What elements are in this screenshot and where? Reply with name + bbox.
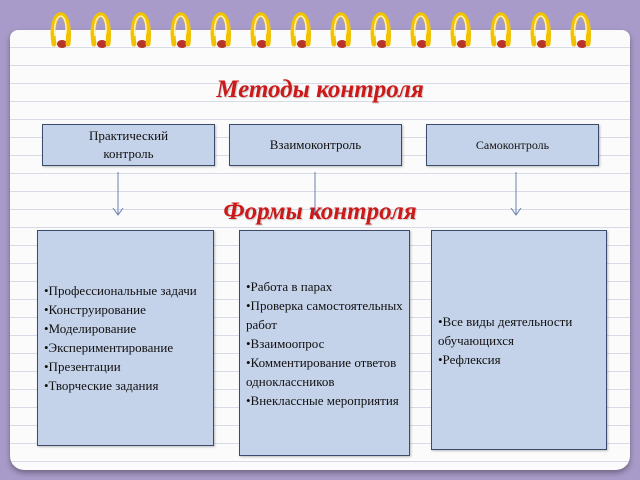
- binding-ring: [250, 12, 271, 48]
- binding-ring: [170, 12, 191, 48]
- binding-ring: [410, 12, 431, 48]
- binding-ring: [130, 12, 151, 48]
- list-item: •Моделирование: [44, 321, 137, 336]
- binding-ring: [290, 12, 311, 48]
- list-item: •Экспериментирование: [44, 340, 174, 355]
- list-item: •Творческие задания: [44, 378, 159, 393]
- list-item: •Взаимоопрос: [246, 335, 325, 351]
- method-box-peer: Взаимоконтроль: [229, 124, 402, 166]
- list-item: •Комментирование ответов одноклассников: [246, 354, 397, 389]
- forms-list-practical: •Профессиональные задачи •Конструировани…: [44, 281, 207, 395]
- spiral-binding: [50, 12, 591, 48]
- method-practical-line1: Практический: [88, 128, 169, 144]
- forms-box-self: •Все виды деятельности обучающихся •Рефл…: [431, 230, 607, 450]
- arrow-down-icon: [112, 172, 124, 216]
- method-box-self: Самоконтроль: [426, 124, 599, 166]
- binding-ring: [330, 12, 351, 48]
- binding-ring: [450, 12, 471, 48]
- method-practical-line2: контроль: [103, 146, 154, 161]
- binding-ring: [530, 12, 551, 48]
- binding-ring: [50, 12, 71, 48]
- diagram-title: Методы контроля: [216, 76, 424, 103]
- forms-list-peer: •Работа в парах •Проверка самостоятельны…: [246, 277, 403, 410]
- forms-title: Формы контроля: [223, 198, 417, 225]
- arrow-down-icon: [309, 172, 321, 216]
- binding-ring: [210, 12, 231, 48]
- binding-ring: [370, 12, 391, 48]
- arrow-down-icon: [510, 172, 522, 216]
- forms-box-practical: •Профессиональные задачи •Конструировани…: [37, 230, 214, 446]
- binding-ring: [490, 12, 511, 48]
- list-item: •Профессиональные задачи: [44, 283, 197, 298]
- binding-ring: [90, 12, 111, 48]
- method-box-practical: Практический контроль: [42, 124, 215, 166]
- list-item: •Внеклассные мероприятия: [246, 392, 399, 408]
- list-item: •Презентации: [44, 359, 121, 374]
- binding-ring: [570, 12, 591, 48]
- method-self-label: Самоконтроль: [475, 137, 550, 152]
- method-peer-label: Взаимоконтроль: [269, 137, 362, 153]
- list-item: •Все виды деятельности обучающихся: [438, 313, 573, 348]
- list-item: •Работа в парах: [246, 278, 333, 294]
- forms-box-peer: •Работа в парах •Проверка самостоятельны…: [239, 230, 410, 456]
- list-item: •Рефлексия: [438, 351, 501, 367]
- list-item: •Конструирование: [44, 302, 146, 317]
- forms-list-self: •Все виды деятельности обучающихся •Рефл…: [438, 312, 600, 369]
- list-item: •Проверка самостоятельных работ: [246, 297, 403, 332]
